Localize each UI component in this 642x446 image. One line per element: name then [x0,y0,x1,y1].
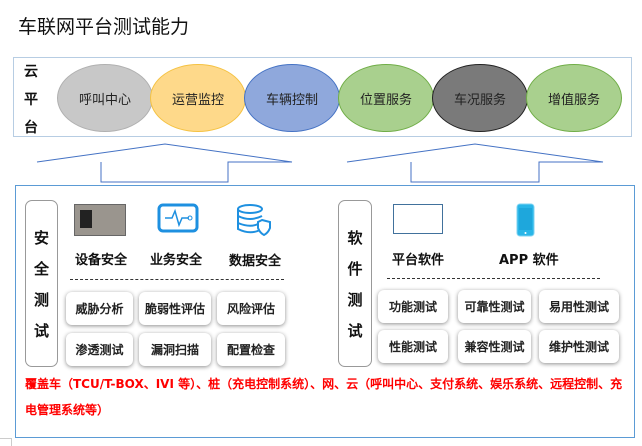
test-item: 风险评估 [217,292,285,325]
char: 试 [347,321,363,340]
category-platform-software: 平台软件 [392,253,445,268]
cloud-label-2: 平 [24,92,38,108]
monitor-pulse-icon [157,203,199,233]
service-ellipse: 运营监控 [150,64,246,132]
service-ellipse: 呼叫中心 [57,64,153,132]
test-item: 性能测试 [378,330,448,363]
testing-box [15,185,635,438]
arrows [36,143,604,183]
divider [387,278,600,279]
category-app-software: APP 软件 [499,253,559,268]
test-item: 功能测试 [378,290,448,323]
char: 软 [347,228,363,247]
platform-software-icon [393,204,443,234]
service-ellipse: 位置服务 [338,64,434,132]
test-item: 脆弱性评估 [139,292,211,325]
char: 试 [33,321,49,340]
service-ellipse: 车辆控制 [244,64,340,132]
char: 件 [347,259,363,278]
test-item: 维护性测试 [539,330,619,363]
test-item: 可靠性测试 [458,290,531,323]
char: 安 [33,228,49,247]
up-arrow-left [36,143,293,183]
up-arrow-right [346,143,604,183]
divider [70,279,284,280]
software-testing-label: 软件测试 [338,200,372,367]
cloud-label-1: 云 [24,64,38,80]
corner-mark [0,438,12,446]
category-business-security: 业务安全 [150,253,203,268]
database-shield-icon [237,204,271,237]
smartphone-icon [516,203,535,237]
cloud-platform-box [13,57,632,137]
service-ellipse: 增值服务 [526,64,622,132]
security-testing-label: 安全测试 [25,200,58,367]
page-title: 车联网平台测试能力 [18,16,190,38]
test-item: 配置检查 [217,333,285,366]
category-device-security: 设备安全 [75,253,128,268]
char: 全 [33,259,49,278]
coverage-note: 覆盖车（TCU/T-BOX、IVI 等）、桩（充电控制系统）、网、云（呼叫中心、… [25,377,623,417]
test-item: 兼容性测试 [458,330,531,363]
test-item: 漏洞扫描 [139,333,211,366]
category-data-security: 数据安全 [229,254,282,269]
char: 测 [33,290,49,309]
device-image-icon [74,204,126,236]
test-item: 威胁分析 [66,292,133,325]
test-item: 易用性测试 [539,290,619,323]
cloud-label-3: 台 [24,120,38,136]
test-item: 渗透测试 [66,333,133,366]
char: 测 [347,290,363,309]
service-ellipse: 车况服务 [432,64,528,132]
